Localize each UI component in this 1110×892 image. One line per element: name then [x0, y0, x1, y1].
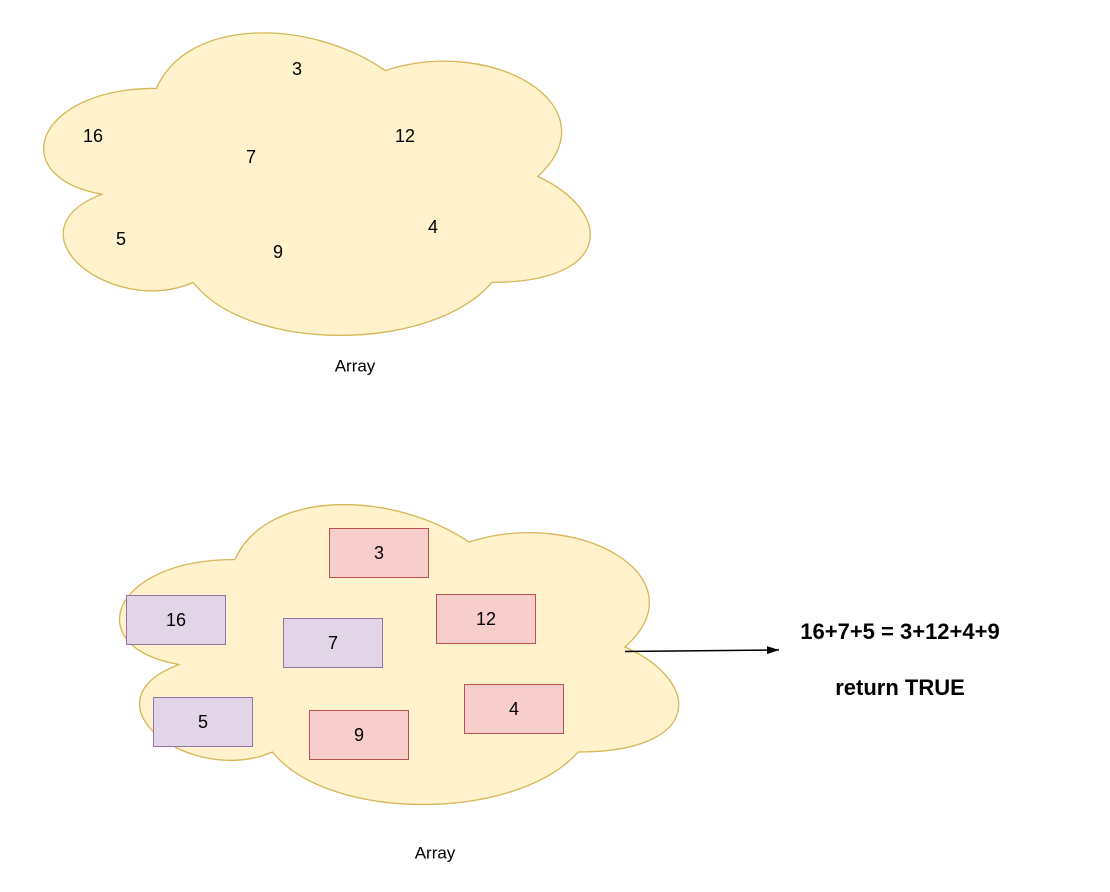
value-box-12: 12: [436, 594, 536, 644]
equation-text: 16+7+5 = 3+12+4+9: [800, 618, 1000, 644]
value-box-9: 9: [309, 710, 409, 760]
value-box-3-label: 3: [373, 542, 384, 563]
value-box-12-label: 12: [475, 608, 497, 629]
array-label-bottom: Array: [414, 843, 456, 863]
value-box-4: 4: [464, 684, 564, 734]
value-box-7: 7: [283, 618, 383, 668]
array-value-3: 3: [291, 59, 303, 79]
array-value-9: 9: [272, 242, 284, 262]
value-box-16: 16: [126, 595, 226, 645]
value-box-3: 3: [329, 528, 429, 578]
value-box-5: 5: [153, 697, 253, 747]
value-box-9-label: 9: [353, 724, 364, 745]
array-label-top: Array: [334, 356, 376, 376]
array-value-12: 12: [394, 126, 416, 146]
array-value-5: 5: [115, 229, 127, 249]
array-value-16: 16: [82, 126, 104, 146]
value-box-5-label: 5: [197, 711, 208, 732]
value-box-7-label: 7: [327, 632, 338, 653]
result-text: return TRUE: [835, 674, 965, 700]
array-value-7: 7: [245, 147, 257, 167]
value-box-16-label: 16: [165, 609, 187, 630]
top-cloud-shape: [43, 32, 591, 336]
value-box-4-label: 4: [508, 698, 519, 719]
array-value-4: 4: [427, 217, 439, 237]
arrow: [624, 646, 780, 655]
